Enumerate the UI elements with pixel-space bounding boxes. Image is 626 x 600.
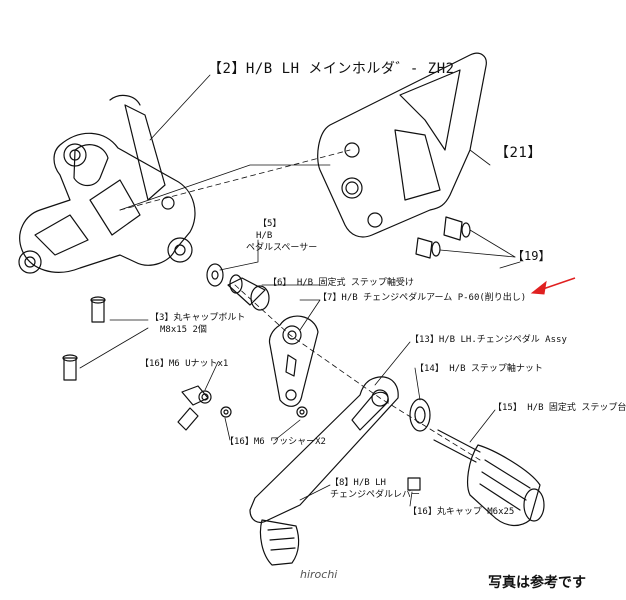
label-washer-16: 【16】M6 ワッシャーX2 — [225, 437, 326, 447]
label-lever-8-a: 【8】H/B LH — [330, 478, 386, 488]
label-spacer-5-b: H/B — [256, 231, 273, 241]
label-spacer-5-c: ペダルスペーサー — [246, 243, 318, 253]
diagram-drawing — [18, 52, 576, 566]
spacer-and-bearing — [206, 263, 270, 311]
footstep — [433, 429, 545, 526]
label-plate-21: 【21】 — [495, 145, 542, 161]
label-main-holder: 【2】H/B LH メインホルダ゛- ZH2 — [208, 61, 455, 77]
label-bolt-3-b: M8x15 2個 — [160, 325, 207, 335]
heel-plate — [317, 52, 487, 238]
label-screws-19: 【19】 — [512, 249, 551, 263]
watermark: hirochi — [300, 568, 338, 581]
bolts-3 — [62, 296, 106, 381]
step-nut — [409, 398, 431, 432]
label-nut-16: 【16】M6 Uナットx1 — [140, 359, 229, 369]
label-assy-13: 【13】H/B LH.チェンジペダル Assy — [410, 335, 567, 345]
screws-19 — [415, 216, 471, 259]
label-nut-14: 【14】 H/B ステップ軸ナット — [415, 364, 543, 374]
highlight-arrow — [530, 277, 576, 295]
label-bearing-6: 【6】 H/B 固定式 ステップ軸受け — [268, 278, 414, 288]
reference-photo-note: 写真は参考です — [488, 575, 586, 591]
small-hardware — [177, 385, 421, 491]
label-bolt-3-a: 【3】丸キャップボルト — [150, 313, 246, 323]
label-lever-8-b: チェンジペダルレバー — [330, 490, 421, 500]
label-arm-7: 【7】H/B チェンジペダルアーム P-60(削り出し) — [318, 293, 527, 303]
label-step-15: 【15】 H/B 固定式 ステップ台 — [493, 403, 626, 413]
change-pedal-lever — [249, 376, 399, 566]
label-cap-16: 【16】丸キャップ M6x25 — [408, 507, 515, 517]
exploded-parts-diagram: 【2】H/B LH メインホルダ゛- ZH2 【21】 【19】 【5】 H/B… — [18, 52, 626, 591]
change-pedal-arm — [268, 315, 319, 407]
label-spacer-5-a: 【5】 — [258, 219, 282, 229]
main-holder-bracket — [18, 94, 196, 274]
